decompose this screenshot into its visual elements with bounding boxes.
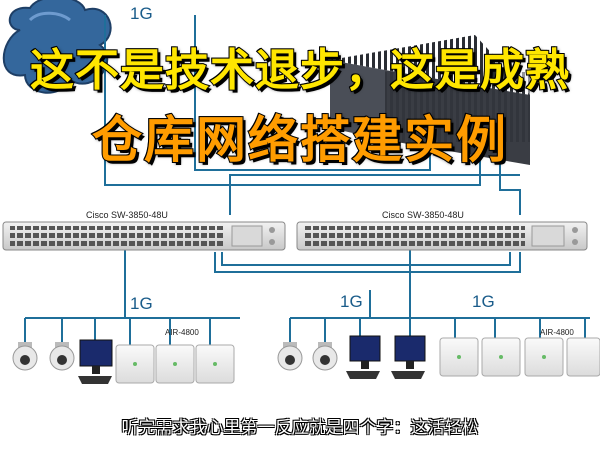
access-point-icon: [524, 337, 564, 377]
right-access-speed-label-a: 1G: [340, 292, 363, 311]
switch-right-name: Cisco SW-3850-48U: [382, 210, 464, 220]
access-point-icon: [439, 337, 479, 377]
ap-label-right: AIR-4800: [540, 328, 574, 337]
title-line-1: 这不是技术退步，这是成熟: [29, 44, 570, 97]
title-line-2: 仓库网络搭建实例: [91, 110, 508, 170]
switch-icon: [2, 221, 286, 251]
camera-icon: [312, 342, 338, 371]
right-access-speed-label-b: 1G: [472, 292, 495, 311]
access-point-icon: [155, 344, 195, 384]
access-point-icon: [481, 337, 521, 377]
cloud-icon: [2, 0, 112, 94]
switch-icon: [296, 221, 588, 251]
access-point-icon: [566, 337, 600, 377]
monitor-icon: [391, 335, 426, 379]
switch-left-name: Cisco SW-3850-48U: [86, 210, 168, 220]
access-point-icon: [115, 344, 155, 384]
access-point-icon: [195, 344, 235, 384]
ap-label-left: AIR-4800: [165, 328, 199, 337]
monitor-icon: [346, 335, 381, 379]
camera-icon: [49, 342, 75, 371]
left-access-speed-label: 1G: [130, 294, 153, 313]
monitor-icon: [78, 339, 113, 384]
camera-icon: [12, 342, 38, 371]
camera-icon: [277, 342, 303, 371]
firewall-icon: [330, 35, 530, 165]
subtitle-caption: 听完需求我心里第一反应就是四个字：这活轻松: [121, 418, 479, 438]
uplink-speed-label: 1G: [130, 4, 153, 23]
